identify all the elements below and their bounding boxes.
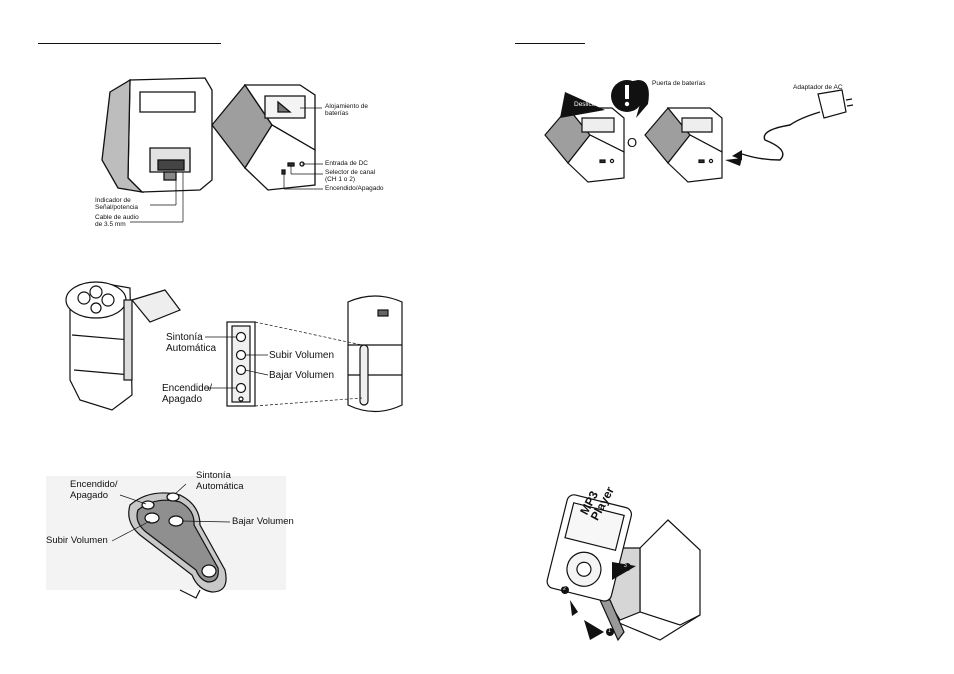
label-dc-input: Entrada de DC (325, 160, 368, 167)
label-volume-down-remote: Bajar Volumen (232, 516, 294, 527)
right-heading-rule (515, 43, 585, 44)
label-channel-selector: Selector de canal (CH 1 o 2) (325, 169, 376, 183)
label-volume-up-panel: Subir Volumen (269, 350, 335, 361)
label-audio-cable: Cable de audio de 3.5 mm (95, 214, 139, 228)
left-heading-rule (38, 43, 221, 44)
label-power-top: Encendido/Apagado (325, 185, 384, 192)
label-power-panel: Encendido/ Apagado (162, 383, 213, 405)
label-or: O (627, 135, 638, 150)
label-battery-housing: Alojamiento de baterías (325, 103, 368, 117)
label-auto-tune-panel: Sintonía Automática (166, 332, 217, 354)
label-signal-indicator: Indicador de Señal/potencia (95, 197, 139, 211)
label-battery-door: Puerta de baterías (652, 80, 706, 87)
label-ac-adapter: Adaptador de AC (793, 84, 843, 91)
step-2-number: 2 (563, 586, 566, 592)
label-slide: Deslice (574, 101, 596, 108)
label-volume-up-remote: Subir Volumen (46, 535, 108, 546)
label-auto-tune-remote: Sintonía Automática (196, 470, 244, 492)
label-power-remote: Encendido/ Apagado (70, 479, 118, 501)
step-3-number: 3 (624, 563, 627, 569)
step-1-number: 1 (608, 628, 611, 634)
label-volume-down-panel: Bajar Volumen (269, 370, 335, 381)
